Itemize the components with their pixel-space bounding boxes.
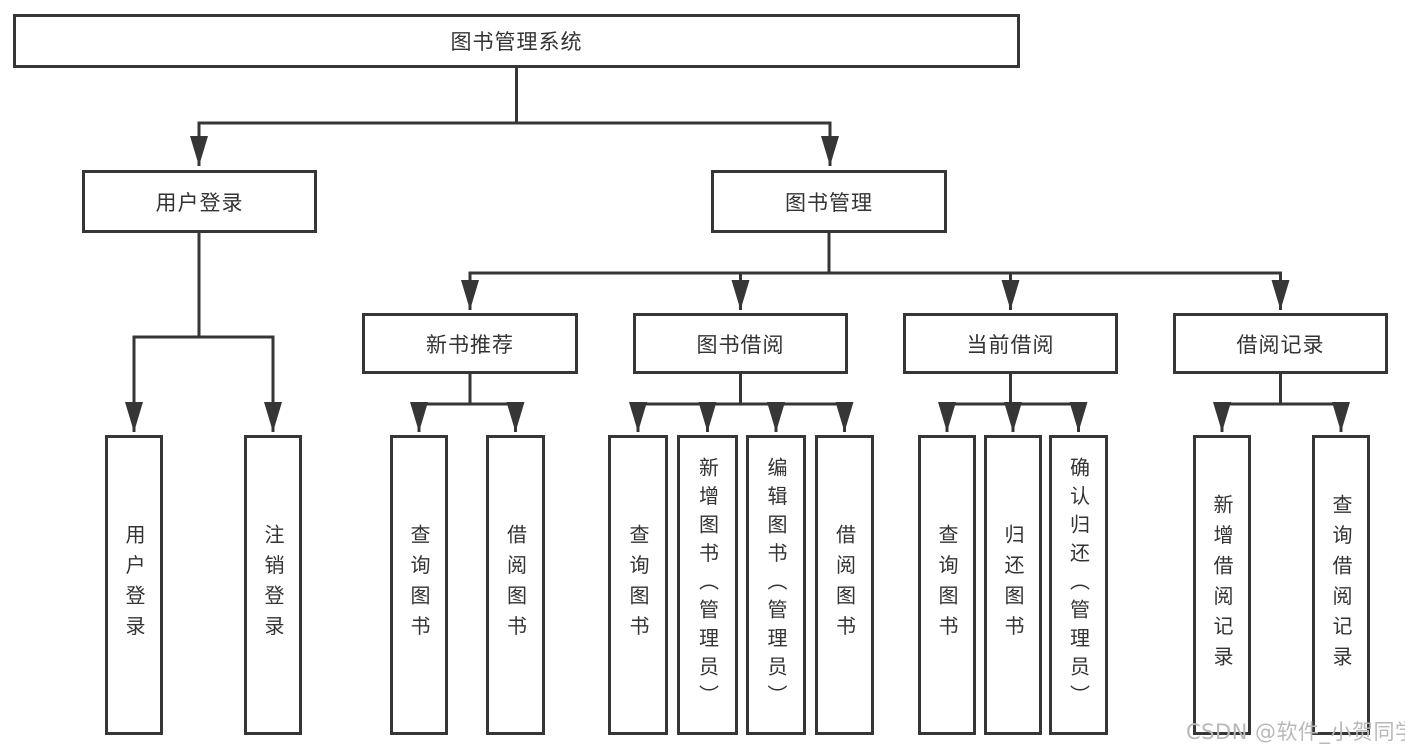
leaf-add-books-admin: 新增图书（管理员） [677,435,738,735]
leaf-label: 确认归还（管理员） [1066,457,1091,713]
node-user-login-module: 用户登录 [82,170,317,233]
leaf-add-borrow-record: 新增借阅记录 [1193,435,1251,735]
leaf-borrow-books: 借阅图书 [486,435,545,735]
node-book-borrowing: 图书借阅 [633,313,848,374]
node-root-system: 图书管理系统 [13,14,1020,68]
leaf-borrow-books: 借阅图书 [815,435,874,735]
leaf-return-books: 归还图书 [984,435,1042,735]
leaf-label: 编辑图书（管理员） [764,457,788,713]
node-label: 借阅记录 [1236,332,1325,357]
leaf-label: 用户登录 [122,524,146,646]
leaf-label: 新增图书（管理员） [695,457,720,713]
node-label: 新书推荐 [426,332,514,357]
leaf-label: 注销登录 [261,524,285,646]
leaf-query-books: 查询图书 [390,435,448,735]
node-new-book-recommend: 新书推荐 [362,313,578,374]
leaf-label: 查询图书 [626,524,650,646]
node-label: 用户登录 [155,190,244,215]
leaf-label: 查询图书 [935,524,959,646]
leaf-label: 查询借阅记录 [1329,493,1353,677]
node-borrow-records: 借阅记录 [1173,313,1388,374]
leaf-edit-books-admin: 编辑图书（管理员） [746,435,806,735]
leaf-logout: 注销登录 [244,435,302,735]
leaf-label: 查询图书 [407,524,431,646]
leaf-query-books: 查询图书 [918,435,976,735]
leaf-query-books: 查询图书 [608,435,668,735]
node-label: 图书借阅 [696,332,785,357]
node-label: 当前借阅 [966,332,1055,357]
node-root-label: 图书管理系统 [450,30,583,54]
leaf-label: 借阅图书 [832,524,857,646]
node-label: 图书管理 [785,190,873,215]
leaf-label: 归还图书 [1001,524,1025,646]
leaf-confirm-return-admin: 确认归还（管理员） [1049,435,1108,735]
leaf-label: 借阅图书 [503,524,528,646]
leaf-query-borrow-record: 查询借阅记录 [1312,435,1370,735]
csdn-watermark: CSDN @软件_小贺同学 [1186,720,1405,744]
leaf-label: 新增借阅记录 [1210,493,1234,677]
leaf-user-login: 用户登录 [105,435,163,735]
node-book-management-module: 图书管理 [711,170,947,233]
node-current-borrowing: 当前借阅 [903,313,1118,374]
